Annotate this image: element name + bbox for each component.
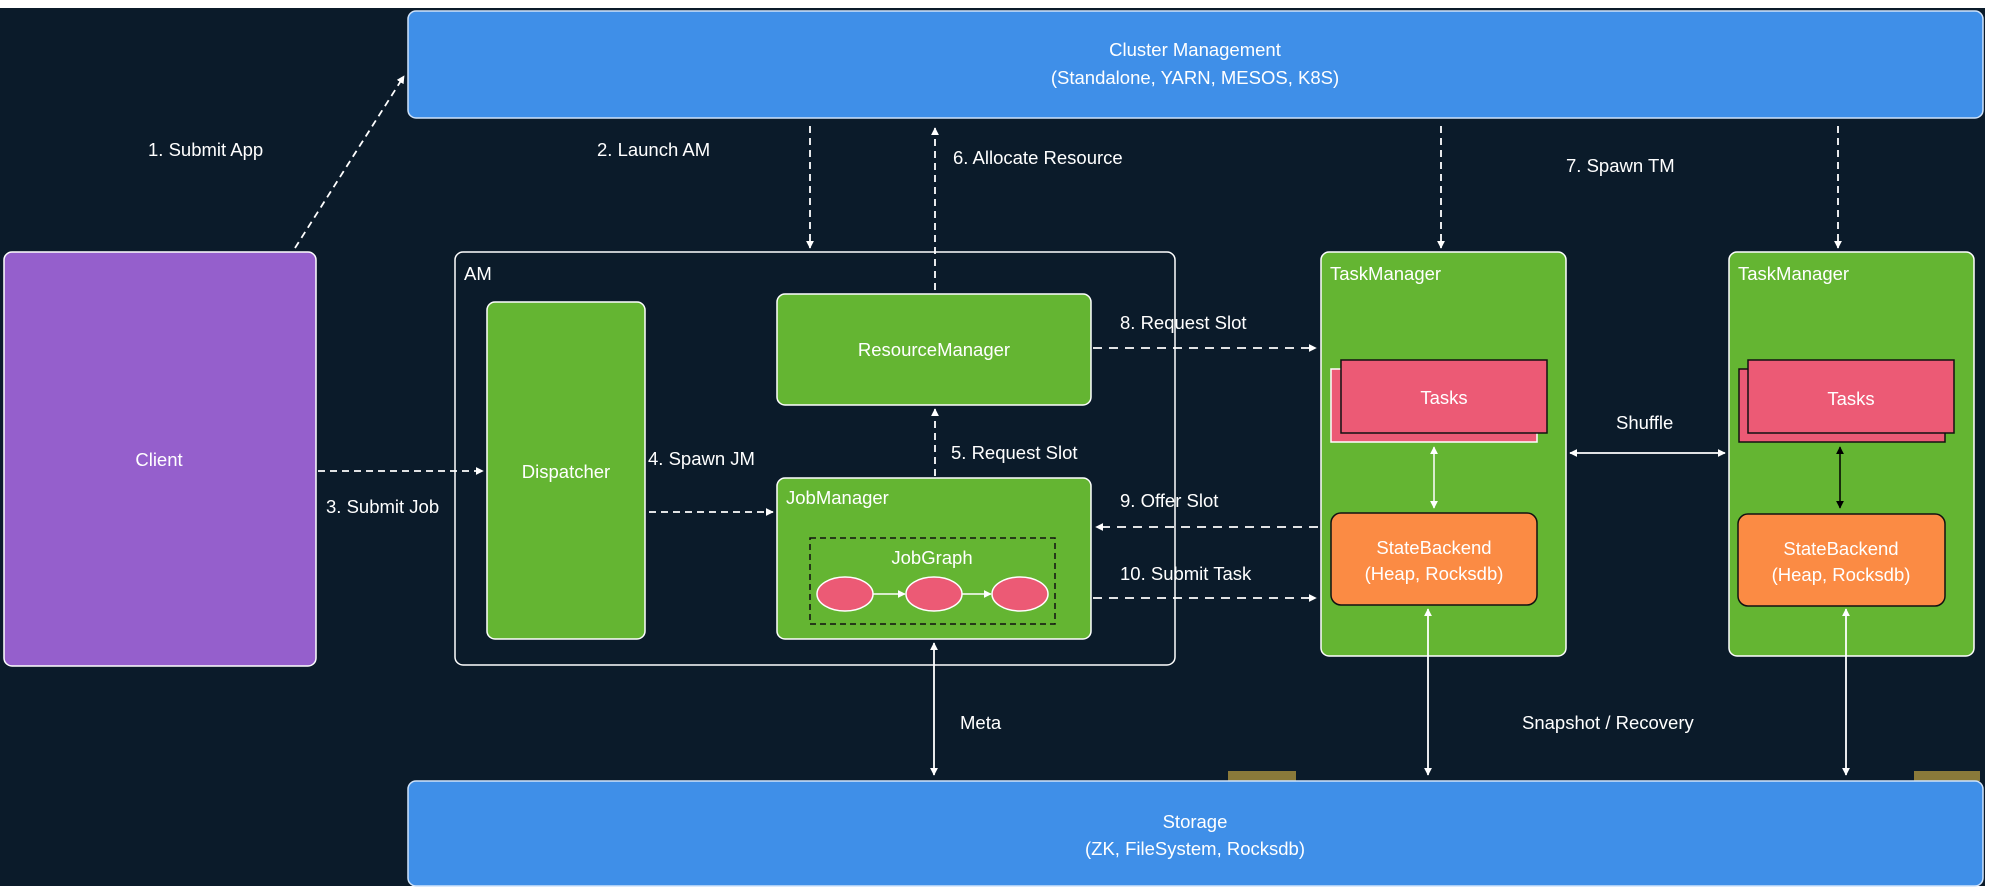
- tasks-label-1: Tasks: [1420, 387, 1467, 408]
- task-manager-1-label: TaskManager: [1330, 263, 1441, 284]
- cluster-management-subtitle: (Standalone, YARN, MESOS, K8S): [1051, 67, 1339, 88]
- step-submit-job-label: 3. Submit Job: [326, 496, 439, 517]
- snapshot-recovery-label: Snapshot / Recovery: [1522, 712, 1694, 733]
- state-backend-title-1: StateBackend: [1376, 537, 1491, 558]
- job-graph-node: [816, 576, 874, 612]
- am-label: AM: [464, 263, 492, 284]
- client-label: Client: [135, 449, 182, 470]
- submit-app-arrow: [294, 75, 405, 249]
- storage-subtitle: (ZK, FileSystem, Rocksdb): [1085, 838, 1305, 859]
- step-offer-slot-label: 9. Offer Slot: [1120, 490, 1218, 511]
- task-manager-2-label: TaskManager: [1738, 263, 1849, 284]
- tasks-label-2: Tasks: [1827, 388, 1874, 409]
- am-container: AM: [454, 251, 1176, 666]
- job-graph-node: [905, 576, 963, 612]
- cluster-management-box: Cluster Management (Standalone, YARN, ME…: [407, 10, 1984, 119]
- background-marker: [1914, 771, 1980, 781]
- state-backend-box-2: [1737, 513, 1946, 607]
- tasks-box-1: [1340, 359, 1548, 434]
- step-spawn-tm-label: 7. Spawn TM: [1566, 155, 1675, 176]
- job-graph-frame: [809, 537, 1056, 625]
- storage-box: Storage (ZK, FileSystem, Rocksdb): [407, 780, 1984, 887]
- step-launch-am-label: 2. Launch AM: [597, 139, 710, 160]
- step-allocate-resource-label: 6. Allocate Resource: [953, 147, 1123, 168]
- diagram-background: [0, 8, 1985, 886]
- task-manager-1: TaskManager Tasks StateBackend (Heap, Ro…: [1320, 251, 1567, 657]
- cluster-management-title: Cluster Management: [1109, 39, 1281, 60]
- state-backend-subtitle-1: (Heap, Rocksdb): [1365, 563, 1504, 584]
- dispatcher-label: Dispatcher: [522, 461, 610, 482]
- job-graph-label: JobGraph: [891, 547, 972, 568]
- meta-label: Meta: [960, 712, 1002, 733]
- step-spawn-jm-label: 4. Spawn JM: [648, 448, 755, 469]
- background-marker: [1228, 771, 1296, 781]
- storage-title: Storage: [1163, 811, 1228, 832]
- state-backend-subtitle-2: (Heap, Rocksdb): [1772, 564, 1911, 585]
- step-request-slot-8-label: 8. Request Slot: [1120, 312, 1247, 333]
- state-backend-title-2: StateBackend: [1783, 538, 1898, 559]
- resource-manager-box: ResourceManager: [776, 293, 1092, 406]
- tasks-box-2: [1747, 359, 1955, 434]
- client-box: Client: [3, 251, 317, 667]
- state-backend-box-1: [1330, 512, 1538, 606]
- job-graph-node: [991, 576, 1049, 612]
- step-request-slot-5-label: 5. Request Slot: [951, 442, 1078, 463]
- resource-manager-label: ResourceManager: [858, 339, 1010, 360]
- step-submit-app-label: 1. Submit App: [148, 139, 263, 160]
- dispatcher-box: Dispatcher: [486, 301, 646, 640]
- shuffle-label: Shuffle: [1616, 412, 1673, 433]
- job-manager-label: JobManager: [786, 487, 889, 508]
- task-manager-2: TaskManager Tasks StateBackend (Heap, Ro…: [1728, 251, 1975, 657]
- step-submit-task-label: 10. Submit Task: [1120, 563, 1252, 584]
- job-manager-box: JobManager JobGraph: [776, 477, 1092, 640]
